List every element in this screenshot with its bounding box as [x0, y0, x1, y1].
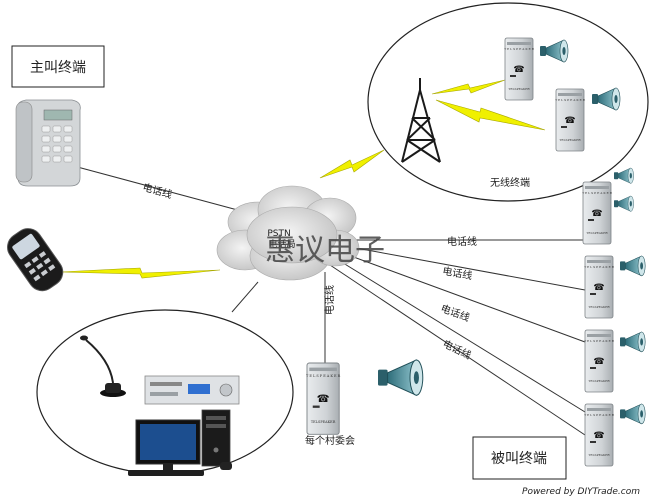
mobile-phone-icon: [7, 228, 64, 292]
lightning-bolt: [435, 99, 546, 131]
pstn-label: PSTN: [267, 229, 290, 239]
village-label: 每个村委会: [305, 434, 355, 447]
amplifier-icon: [144, 375, 240, 405]
horn-speaker-icon: [619, 331, 646, 353]
callee-terminal-1: [581, 181, 614, 245]
callee-label-box: [472, 436, 567, 480]
caller-label-box: [11, 45, 105, 88]
connection-lines: [69, 164, 586, 436]
wireless-label: 无线终端: [490, 176, 530, 189]
wireless-terminal-2: [554, 88, 587, 152]
callee-terminal-3: [583, 329, 616, 393]
radio-tower: [401, 78, 441, 163]
wireless-terminal-1: [503, 37, 536, 101]
village-terminal: [305, 362, 342, 435]
horn-speaker-icon: [539, 39, 569, 63]
caller-label: 主叫终端: [30, 60, 86, 76]
horn-speaker-icon: [619, 403, 646, 425]
lightning-bolt: [59, 267, 221, 279]
computer-icon: [128, 409, 232, 476]
horn-speaker-icon: [619, 255, 646, 277]
callee-terminal-4: [583, 403, 616, 467]
wireless-links: [59, 79, 546, 279]
callee-terminal-2: [583, 255, 616, 319]
microphone-icon: [80, 335, 126, 397]
watermark-text: 惠议电子: [265, 233, 385, 268]
footer-credit: Powered by DIYTrade.com: [522, 487, 640, 497]
lightning-bolt: [431, 79, 506, 95]
horn-speaker-icon: [591, 87, 621, 111]
wireless-area-ellipse: [367, 2, 649, 202]
link-label: 电话线: [439, 302, 472, 324]
horn-speaker-icon: [613, 195, 634, 212]
link-label: 电话线: [141, 180, 173, 201]
link-label: 电话线: [323, 285, 336, 315]
horn-speaker-icon: [613, 167, 634, 184]
horn-speaker-icon: [377, 359, 424, 397]
exchange-label: 电话局: [268, 238, 295, 250]
pstn-cloud: [216, 185, 360, 281]
desk-phone-icon: [15, 99, 81, 187]
link-label: 电话线: [447, 235, 477, 248]
lightning-bolt: [319, 149, 385, 179]
callee-label: 被叫终端: [491, 451, 547, 467]
